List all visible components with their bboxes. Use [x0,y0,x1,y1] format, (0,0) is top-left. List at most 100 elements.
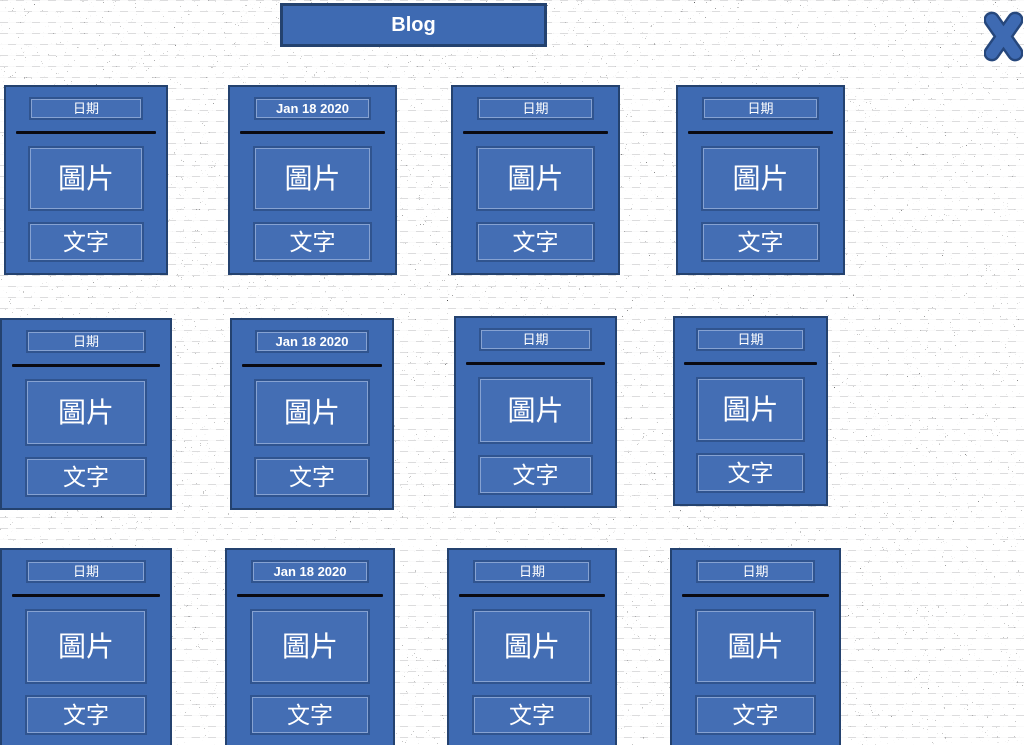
blog-post-card[interactable]: Jan 18 2020 圖片 文字 [225,548,395,745]
separator-line [241,364,383,367]
blog-post-card[interactable]: 日期 圖片 文字 [0,318,172,510]
date-placeholder-box[interactable]: Jan 18 2020 [254,330,370,353]
blog-post-card[interactable]: Jan 18 2020 圖片 文字 [230,318,394,510]
image-label: 圖片 [722,393,779,425]
text-label: 文字 [63,463,109,490]
date-label: 日期 [72,564,99,579]
date-placeholder-box[interactable]: 日期 [696,328,805,351]
blog-post-card[interactable]: 日期 圖片 文字 [0,548,172,745]
text-label: 文字 [289,463,335,490]
image-placeholder-box[interactable]: 圖片 [254,379,370,446]
text-placeholder-box[interactable]: 文字 [477,455,594,495]
text-placeholder-box[interactable]: 文字 [25,695,147,735]
separator-line [12,594,160,597]
image-label: 圖片 [283,396,340,428]
date-label: 日期 [72,101,99,116]
text-placeholder-box[interactable]: 文字 [249,695,371,735]
date-placeholder-box[interactable]: Jan 18 2020 [250,560,370,583]
image-label: 圖片 [57,162,114,194]
date-label: 日期 [72,334,99,349]
separator-line [236,594,384,597]
date-placeholder-box[interactable]: 日期 [26,330,146,353]
separator-line [458,594,606,597]
text-placeholder-box[interactable]: 文字 [695,453,806,493]
text-label: 文字 [63,701,109,728]
date-placeholder-box[interactable]: 日期 [28,97,144,120]
image-label: 圖片 [57,630,114,662]
date-label: 日期 [522,101,549,116]
separator-line [462,131,609,134]
separator-line [687,131,834,134]
text-placeholder-box[interactable]: 文字 [695,695,816,735]
image-label: 圖片 [57,396,114,428]
image-placeholder-box[interactable]: 圖片 [475,146,596,211]
blog-post-card[interactable]: 日期 圖片 文字 [673,316,828,506]
blog-post-card[interactable]: 日期 圖片 文字 [4,85,168,275]
image-placeholder-box[interactable]: 圖片 [25,609,147,684]
blog-post-card[interactable]: 日期 圖片 文字 [451,85,620,275]
text-placeholder-box[interactable]: 文字 [25,457,147,497]
text-label: 文字 [512,228,559,255]
date-placeholder-box[interactable]: 日期 [478,328,593,351]
image-label: 圖片 [281,630,338,662]
image-placeholder-box[interactable]: 圖片 [28,146,144,211]
text-placeholder-box[interactable]: 文字 [28,222,144,262]
separator-line [15,131,157,134]
blog-post-card[interactable]: 日期 圖片 文字 [454,316,617,508]
date-placeholder-box[interactable]: 日期 [701,97,820,120]
text-label: 文字 [727,459,774,486]
text-label: 文字 [509,701,555,728]
text-label: 文字 [512,461,559,488]
image-label: 圖片 [507,394,564,426]
blog-title-banner[interactable]: Blog [280,3,547,47]
image-placeholder-box[interactable]: 圖片 [477,377,594,444]
image-label: 圖片 [507,162,564,194]
separator-line [465,362,606,365]
date-label: 日期 [518,564,545,579]
image-placeholder-box[interactable]: 圖片 [695,609,816,684]
image-label: 圖片 [732,162,789,194]
image-placeholder-box[interactable]: 圖片 [700,146,821,211]
date-placeholder-box[interactable]: 日期 [476,97,595,120]
date-label: 日期 [737,332,764,347]
text-placeholder-box[interactable]: 文字 [471,695,593,735]
date-placeholder-box[interactable]: 日期 [695,560,816,583]
blog-post-card[interactable]: 日期 圖片 文字 [447,548,617,745]
date-placeholder-box[interactable]: 日期 [472,560,592,583]
text-placeholder-box[interactable]: 文字 [475,222,596,262]
image-label: 圖片 [284,162,341,194]
text-label: 文字 [63,228,109,255]
separator-line [12,364,160,367]
x-icon[interactable] [984,11,1023,62]
image-placeholder-box[interactable]: 圖片 [252,146,373,211]
image-placeholder-box[interactable]: 圖片 [471,609,593,684]
text-placeholder-box[interactable]: 文字 [700,222,821,262]
text-label: 文字 [287,701,333,728]
text-placeholder-box[interactable]: 文字 [252,222,373,262]
text-label: 文字 [737,228,784,255]
blog-post-card[interactable]: Jan 18 2020 圖片 文字 [228,85,397,275]
date-label: Jan 18 2020 [275,101,349,116]
image-placeholder-box[interactable]: 圖片 [695,377,806,442]
separator-line [682,594,829,597]
date-label: 日期 [742,564,769,579]
separator-line [239,131,386,134]
text-label: 文字 [289,228,336,255]
blog-title-label: Blog [391,13,436,36]
date-label: Jan 18 2020 [275,334,349,349]
image-label: 圖片 [727,630,784,662]
date-placeholder-box[interactable]: 日期 [26,560,146,583]
date-label: 日期 [747,101,774,116]
image-placeholder-box[interactable]: 圖片 [249,609,371,684]
blog-post-card[interactable]: 日期 圖片 文字 [670,548,841,745]
text-placeholder-box[interactable]: 文字 [254,457,370,497]
image-placeholder-box[interactable]: 圖片 [25,379,147,446]
separator-line [684,362,817,365]
blog-post-card[interactable]: 日期 圖片 文字 [676,85,845,275]
date-placeholder-box[interactable]: Jan 18 2020 [253,97,372,120]
date-label: Jan 18 2020 [273,564,347,579]
date-label: 日期 [522,332,549,347]
image-label: 圖片 [503,630,560,662]
